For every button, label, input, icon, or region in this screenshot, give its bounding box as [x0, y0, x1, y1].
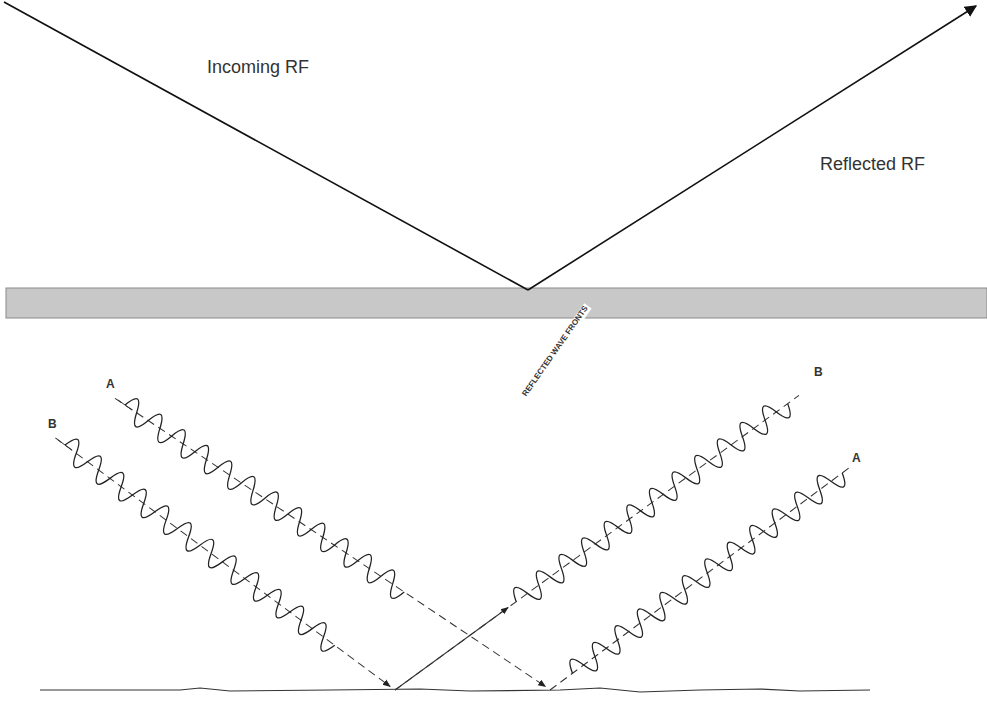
ray-label: Reflected RF [818, 155, 927, 175]
wave-tick [58, 440, 72, 450]
wave-tick [118, 400, 132, 410]
incoming-wave [48, 428, 397, 696]
ground-surface [40, 688, 870, 692]
wave-label: B [812, 366, 825, 379]
reflected-wave [543, 459, 856, 700]
wave-label: A [850, 452, 863, 465]
wave-label: A [104, 378, 117, 391]
wave-label: B [46, 418, 59, 431]
reflecting-surface [6, 288, 987, 318]
reflected-wave [388, 386, 806, 700]
reflected-ray [528, 6, 976, 290]
incoming-ray [4, 2, 528, 290]
incoming-wave [108, 388, 552, 696]
ray-label: Incoming RF [205, 58, 311, 78]
